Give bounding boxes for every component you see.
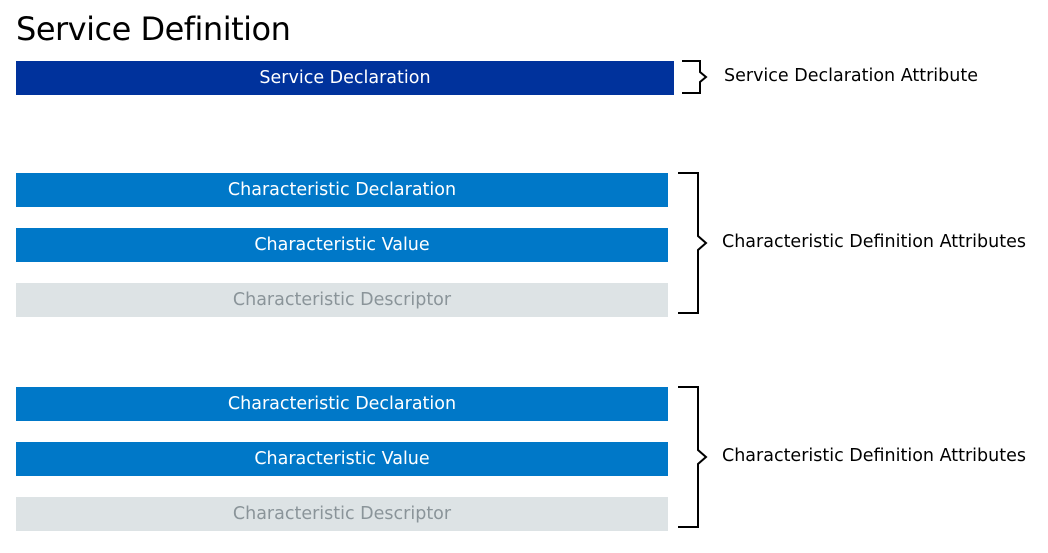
- characteristic-declaration-bar: Characteristic Declaration: [16, 387, 668, 421]
- characteristic-attributes-brace-icon: [678, 172, 708, 314]
- characteristic-attributes-label: Characteristic Definition Attributes: [722, 446, 1026, 466]
- service-attribute-brace-icon: [682, 60, 708, 94]
- page-title: Service Definition: [16, 10, 291, 48]
- characteristic-attributes-brace-icon: [678, 386, 708, 528]
- characteristic-descriptor-bar: Characteristic Descriptor: [16, 283, 668, 317]
- characteristic-value-bar: Characteristic Value: [16, 228, 668, 262]
- service-declaration-bar: Service Declaration: [16, 61, 674, 95]
- characteristic-attributes-label: Characteristic Definition Attributes: [722, 232, 1026, 252]
- characteristic-declaration-bar: Characteristic Declaration: [16, 173, 668, 207]
- characteristic-descriptor-bar: Characteristic Descriptor: [16, 497, 668, 531]
- characteristic-value-bar: Characteristic Value: [16, 442, 668, 476]
- service-attribute-label: Service Declaration Attribute: [724, 66, 978, 86]
